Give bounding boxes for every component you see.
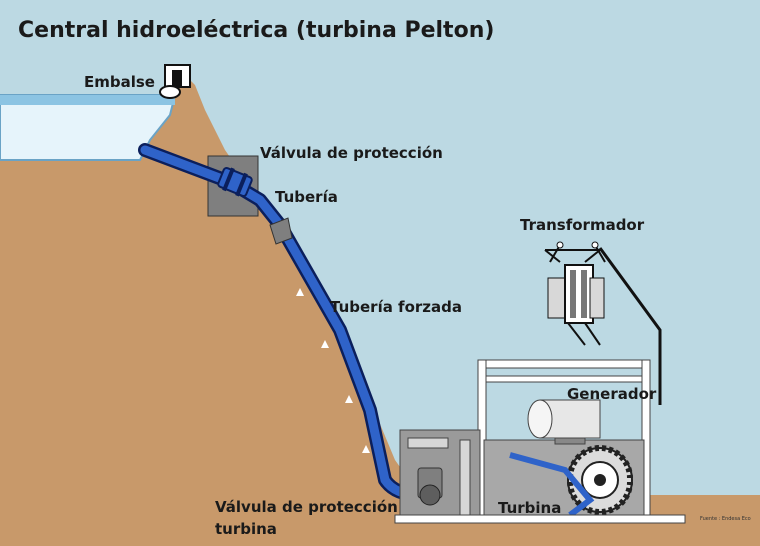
generator <box>527 399 601 445</box>
base-slab <box>394 514 686 524</box>
mountain-terrain <box>0 75 760 546</box>
label-turbina: Turbina <box>498 499 561 517</box>
dam-intake <box>159 64 191 99</box>
label-generador: Generador <box>567 385 657 403</box>
page-title: Central hidroeléctrica (turbina Pelton) <box>18 18 494 43</box>
transformer <box>544 241 662 405</box>
water-jet <box>509 452 595 518</box>
label-transformador: Transformador <box>520 216 645 234</box>
turbine-valve <box>417 467 443 506</box>
label-tuberia-forzada: Tubería forzada <box>330 298 462 316</box>
label-valvula-turbina-2: turbina <box>215 520 277 538</box>
label-valvula-proteccion: Válvula de protección <box>260 144 443 162</box>
pipe-support <box>269 217 293 245</box>
source-credit: Fuente : Endesa Eco <box>700 516 751 522</box>
reservoir-surface <box>0 95 175 105</box>
label-embalse: Embalse <box>84 73 155 91</box>
label-valvula-turbina-1: Válvula de protección <box>215 498 398 516</box>
pelton-wheel <box>567 445 633 515</box>
protection-valve <box>217 167 253 197</box>
label-tuberia: Tubería <box>275 188 338 206</box>
